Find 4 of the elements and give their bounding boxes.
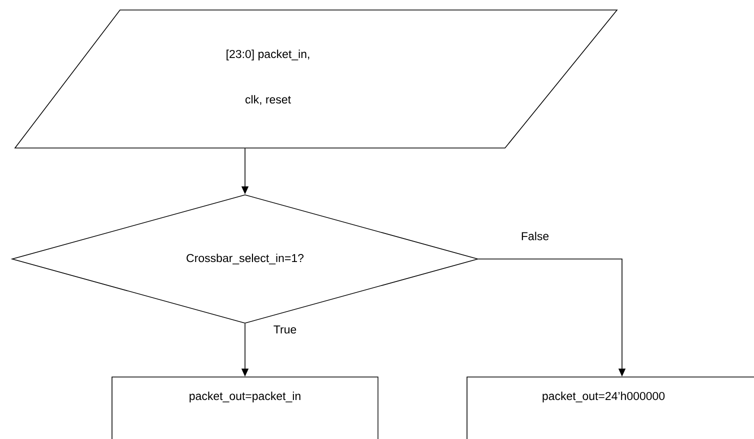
- process-box: packet_out=packet_in: [112, 376, 378, 439]
- process-box: packet_out=24’h000000: [466, 376, 754, 439]
- edge-label: False: [520, 230, 550, 242]
- edge-label: True: [272, 324, 298, 335]
